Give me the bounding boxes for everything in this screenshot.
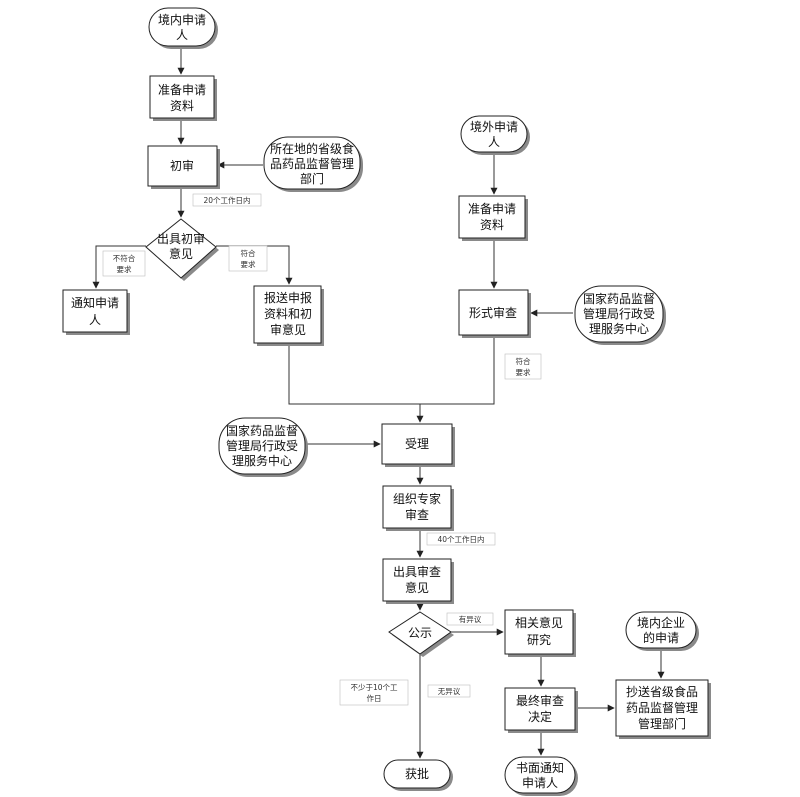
- node-foreign-applicant: 境外申请 人: [460, 115, 530, 155]
- node-final-decision: 最终审查 决定: [504, 687, 578, 733]
- svg-text:人: 人: [488, 135, 500, 149]
- svg-text:研究: 研究: [527, 632, 551, 647]
- svg-text:准备申请: 准备申请: [158, 83, 206, 97]
- svg-text:无异议: 无异议: [438, 687, 461, 696]
- svg-text:初审: 初审: [170, 158, 194, 173]
- svg-text:受理: 受理: [405, 437, 429, 451]
- svg-text:理服务中心: 理服务中心: [589, 321, 649, 336]
- svg-text:作日: 作日: [367, 693, 382, 703]
- edge-labels: 20个工作日内 不符合 要求 符合 要求 符合 要求 40个工作日内 有异议 不…: [102, 193, 542, 706]
- svg-text:符合: 符合: [241, 248, 256, 258]
- svg-text:出具初审: 出具初审: [157, 231, 205, 246]
- svg-text:境内企业: 境内企业: [637, 615, 685, 630]
- node-prepare-docs-domestic: 准备申请 资料: [149, 75, 217, 121]
- node-prepare-docs-foreign: 准备申请 资料: [458, 195, 528, 241]
- svg-text:管理局行政受: 管理局行政受: [226, 438, 298, 453]
- svg-text:报送申报: 报送申报: [264, 290, 312, 305]
- label-twenty-days: 20个工作日内: [192, 193, 262, 207]
- svg-text:要求: 要求: [241, 259, 256, 269]
- svg-text:境外申请: 境外申请: [470, 119, 518, 134]
- svg-text:出具审查: 出具审查: [393, 564, 441, 579]
- svg-text:书面通知: 书面通知: [516, 761, 564, 775]
- svg-text:部门: 部门: [300, 171, 324, 186]
- svg-text:管理局行政受: 管理局行政受: [583, 306, 655, 321]
- svg-text:40个工作日内: 40个工作日内: [437, 534, 484, 544]
- node-notify-applicant: 通知申请 人: [62, 289, 130, 335]
- label-no-objection: 无异议: [427, 684, 471, 698]
- node-expert-review: 组织专家 审查: [382, 485, 454, 531]
- svg-text:资料和初: 资料和初: [264, 307, 312, 321]
- svg-text:资料: 资料: [170, 99, 194, 113]
- node-domestic-enterprise: 境内企业 的申请: [625, 611, 699, 651]
- svg-text:意见: 意见: [169, 246, 193, 261]
- node-accept: 受理: [381, 423, 455, 467]
- svg-text:准备申请: 准备申请: [468, 202, 516, 216]
- node-review-opinion: 出具审查 意见: [382, 558, 454, 604]
- svg-text:审查: 审查: [405, 507, 429, 522]
- svg-text:要求: 要求: [117, 264, 132, 274]
- svg-text:药品监督管理: 药品监督管理: [626, 700, 698, 715]
- svg-text:通知申请: 通知申请: [71, 296, 119, 310]
- node-domestic-applicant: 境内申请 人: [148, 7, 218, 49]
- label-not-compliant: 不符合 要求: [102, 250, 146, 277]
- node-initial-review: 初审: [147, 145, 220, 189]
- svg-text:获批: 获批: [405, 766, 429, 781]
- node-opinion-study: 相关意见 研究: [504, 609, 576, 657]
- node-publicity-decision: 公示: [388, 611, 454, 657]
- svg-text:意见: 意见: [405, 580, 429, 595]
- node-approve: 获批: [383, 759, 453, 791]
- svg-text:有异议: 有异议: [459, 614, 482, 624]
- svg-text:公示: 公示: [408, 626, 432, 640]
- node-national-center-2: 国家药品监督 管理局行政受 理服务中心: [218, 417, 308, 477]
- node-national-center-1: 国家药品监督 管理局行政受 理服务中心: [574, 285, 666, 345]
- svg-text:要求: 要求: [516, 367, 531, 377]
- label-forty-days: 40个工作日内: [426, 532, 496, 546]
- node-initial-opinion-decision: 出具初审 意见: [145, 218, 219, 281]
- svg-text:审意见: 审意见: [270, 322, 306, 337]
- svg-text:决定: 决定: [528, 709, 552, 724]
- node-formal-review: 形式审查: [458, 289, 531, 338]
- svg-text:申请人: 申请人: [522, 776, 558, 790]
- node-submit-materials: 报送申报 资料和初 审意见: [253, 285, 324, 346]
- svg-text:国家药品监督: 国家药品监督: [583, 291, 655, 306]
- svg-text:品药品监督管理: 品药品监督管理: [270, 156, 354, 171]
- nodes: 境内申请 人 准备申请 资料 初审 所在地的省级食 品药品监督管理 部门: [62, 7, 711, 796]
- svg-text:人: 人: [176, 28, 188, 42]
- svg-text:国家药品监督: 国家药品监督: [226, 423, 298, 438]
- svg-text:理服务中心: 理服务中心: [232, 453, 292, 468]
- svg-text:不少于10个工: 不少于10个工: [350, 683, 398, 692]
- edge-formal-review-to-accept: [420, 336, 495, 405]
- svg-text:符合: 符合: [516, 356, 531, 366]
- svg-text:所在地的省级食: 所在地的省级食: [270, 141, 354, 156]
- svg-text:最终审查: 最终审查: [516, 693, 564, 708]
- label-compliant-1: 符合 要求: [228, 245, 268, 272]
- svg-text:的申请: 的申请: [643, 630, 679, 645]
- edge-submit-to-accept: [288, 343, 424, 423]
- svg-text:不符合: 不符合: [113, 253, 136, 263]
- svg-text:境内申请: 境内申请: [158, 12, 206, 27]
- svg-text:形式审查: 形式审查: [469, 305, 517, 320]
- label-no-less-10-days: 不少于10个工 作日: [339, 679, 409, 706]
- svg-text:组织专家: 组织专家: [393, 491, 441, 506]
- svg-text:资料: 资料: [480, 218, 504, 232]
- svg-text:人: 人: [89, 313, 101, 327]
- svg-text:管理部门: 管理部门: [638, 716, 686, 731]
- node-provincial-dept: 所在地的省级食 品药品监督管理 部门: [263, 136, 363, 192]
- node-written-notice: 书面通知 申请人: [504, 756, 578, 796]
- svg-text:抄送省级食品: 抄送省级食品: [626, 684, 698, 699]
- svg-text:20个工作日内: 20个工作日内: [203, 195, 250, 205]
- node-copy-provincial: 抄送省级食品 药品监督管理 管理部门: [615, 679, 711, 739]
- label-has-objection: 有异议: [446, 612, 494, 626]
- label-compliant-2: 符合 要求: [504, 353, 542, 380]
- svg-text:相关意见: 相关意见: [515, 615, 563, 630]
- edge-opinion-to-notify: [92, 245, 146, 289]
